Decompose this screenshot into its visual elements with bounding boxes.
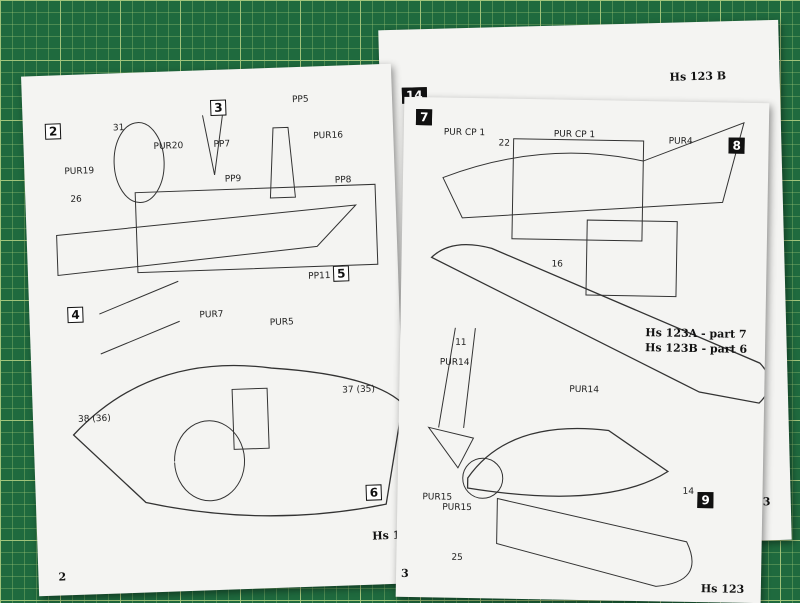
part-label: 16 [551,259,564,270]
part-label: PUR15 [442,502,473,514]
part-label: PUR16 [313,130,344,142]
step-number: 9 [697,492,714,509]
sheet-title: Hs 123 B [669,69,727,84]
part-label: PUR CP 1 [443,127,486,139]
part-label: 37 (35) [342,384,376,396]
step-number: 4 [67,306,85,324]
part-label: 31 [112,123,125,134]
part-label: PUR7 [199,309,224,321]
part-label: PUR19 [64,166,95,178]
part-label: PUR15 [422,492,453,503]
version-note-b: Hs 123B - part 6 [644,341,748,356]
part-label: PP11 [308,270,331,282]
page-number: 3 [400,566,409,581]
part-label: PUR14 [569,384,600,396]
part-label: PP5 [291,94,309,106]
part-label: PUR4 [668,136,693,147]
aircraft-assembly-drawings [427,121,770,587]
part-label: 25 [451,552,463,563]
step-number: 5 [332,265,350,282]
page-number: 3 [762,495,771,509]
part-label: 26 [70,194,82,205]
aircraft-assembly-drawings [56,114,404,517]
part-label: 14 [682,486,695,497]
part-label: 22 [498,138,511,149]
step-number: 3 [209,99,227,117]
sheet-title: Hs 123 [700,582,745,596]
right-instruction-sheet: 7 8 9 PUR CP 1 PUR CP 1 PUR4 PUR14 PUR14… [395,96,770,603]
part-label: PUR20 [153,140,184,153]
step-number: 8 [728,137,746,154]
part-label: PP7 [213,139,231,150]
part-label: 38 (36) [77,413,112,425]
part-label: PUR CP 1 [553,129,596,141]
page-number: 2 [58,570,67,584]
part-label: PUR14 [439,357,470,369]
left-instruction-sheet: 2 3 4 5 6 PUR19 PUR20 PP5 PUR16 PP7 PP9 … [21,63,409,597]
part-label: PP9 [224,173,242,185]
version-note-a: Hs 123A - part 7 [645,326,747,341]
part-label: PUR5 [269,317,294,329]
part-label: 11 [455,337,467,348]
step-number: 2 [44,123,62,140]
step-number: 7 [415,109,433,126]
step-number: 6 [365,484,383,501]
part-label: PP8 [334,175,352,186]
